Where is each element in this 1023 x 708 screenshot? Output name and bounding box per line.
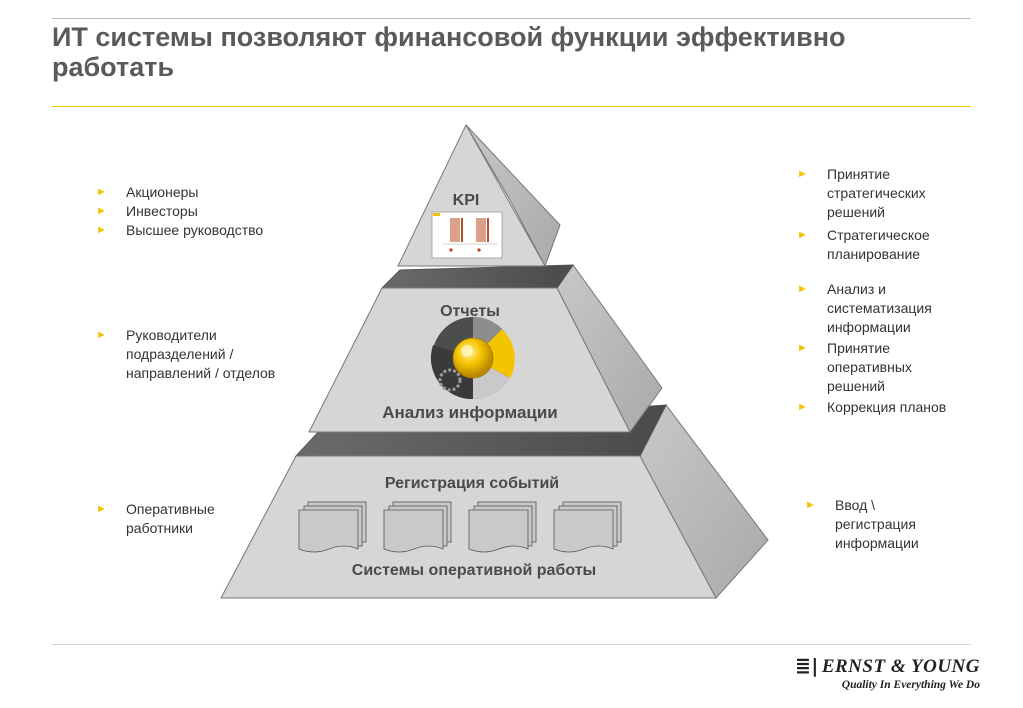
list-item: ►Инвесторы bbox=[96, 203, 198, 219]
kpi-report-thumbnail bbox=[431, 211, 503, 259]
right-bullets-top: ►Принятие стратегических решений ►Страте… bbox=[797, 165, 957, 264]
bullet-arrow-icon: ► bbox=[96, 205, 107, 217]
analysis-gear-icon bbox=[430, 317, 515, 400]
document-stacks bbox=[298, 501, 622, 553]
tier-middle-shelf bbox=[380, 264, 574, 289]
operations-systems-label: Системы оперативной работы bbox=[352, 562, 596, 579]
top-rule bbox=[52, 18, 971, 19]
document-stack-icon bbox=[383, 501, 452, 553]
registration-label: Регистрация событий bbox=[385, 475, 559, 492]
reports-label: Отчеты bbox=[440, 303, 500, 320]
document-stack-icon bbox=[553, 501, 622, 553]
bullet-arrow-icon: ► bbox=[96, 186, 107, 198]
list-item: ►Акционеры bbox=[96, 184, 199, 200]
document-stack-icon bbox=[468, 501, 537, 553]
left-bullets-middle: ►Руководители подразделений / направлени… bbox=[96, 326, 296, 383]
title-underline bbox=[52, 106, 971, 107]
bullet-arrow-icon: ► bbox=[797, 229, 808, 241]
ernst-young-logo: ≣|ERNST & YOUNG Quality In Everything We… bbox=[790, 655, 980, 691]
kpi-label: KPI bbox=[453, 192, 480, 209]
list-item: ►Ввод \ регистрация информации bbox=[805, 497, 919, 551]
analysis-label: Анализ информации bbox=[382, 403, 558, 422]
bullet-arrow-icon: ► bbox=[96, 329, 107, 341]
footer-rule bbox=[52, 644, 971, 645]
list-item: ►Коррекция планов bbox=[797, 399, 947, 415]
list-item: ►Руководители подразделений / направлени… bbox=[96, 327, 276, 381]
tier-bottom-face bbox=[220, 455, 717, 599]
list-item: ►Стратегическое планирование bbox=[797, 227, 930, 262]
bullet-arrow-icon: ► bbox=[797, 342, 808, 354]
right-bullets-bottom: ►Ввод \ регистрация информации bbox=[805, 496, 935, 553]
document-stack-icon bbox=[298, 501, 367, 553]
bullet-arrow-icon: ► bbox=[96, 224, 107, 236]
list-item: ►Оперативные работники bbox=[96, 501, 215, 536]
bullet-arrow-icon: ► bbox=[797, 168, 808, 180]
logo-name: ERNST & YOUNG bbox=[821, 656, 980, 677]
left-bullets-bottom: ►Оперативные работники bbox=[96, 500, 246, 538]
slide-title: ИТ системы позволяют финансовой функции … bbox=[52, 22, 846, 82]
bullet-arrow-icon: ► bbox=[797, 283, 808, 295]
left-bullets-top: ►Акционеры ►Инвесторы ►Высшее руководств… bbox=[96, 183, 326, 240]
list-item: ►Принятие оперативных решений bbox=[797, 340, 912, 394]
logo-mark-icon: ≣| bbox=[794, 655, 819, 677]
bullet-arrow-icon: ► bbox=[96, 503, 107, 515]
list-item: ►Принятие стратегических решений bbox=[797, 166, 926, 220]
right-bullets-middle: ►Анализ и систематизация информации ►При… bbox=[797, 280, 962, 417]
bullet-arrow-icon: ► bbox=[805, 499, 816, 511]
list-item: ►Высшее руководство bbox=[96, 222, 264, 238]
list-item: ►Анализ и систематизация информации bbox=[797, 281, 932, 335]
logo-tagline: Quality In Everything We Do bbox=[841, 679, 980, 691]
bullet-arrow-icon: ► bbox=[797, 401, 808, 413]
